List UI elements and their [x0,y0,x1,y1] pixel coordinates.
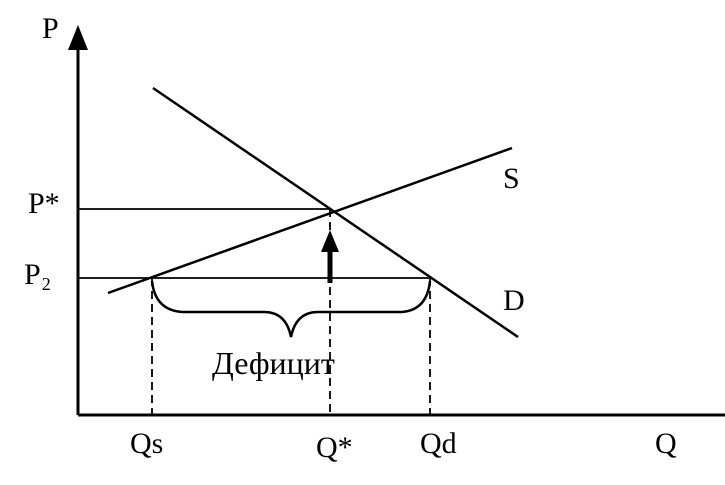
shortage-brace [150,280,432,338]
shortage-label: Дефицит [212,345,335,381]
supply-curve-label: S [503,162,520,195]
equilibrium-price-label: P* [28,187,60,220]
qs-label: Qs [130,427,163,460]
ceiling-price-label: P2 [24,258,51,294]
ceiling-price-subscript: 2 [42,274,51,294]
qd-label: Qd [420,427,457,460]
supply-curve [107,146,513,295]
demand-curve-label: D [503,284,525,317]
y-axis-label: P [42,12,59,45]
x-axis-label: Q [655,427,677,460]
y-axis-arrow [68,25,88,50]
price-pressure-arrow-head [321,230,339,252]
qstar-label: Q* [316,431,353,464]
demand-curve [152,86,519,339]
ceiling-price-main: P [24,258,41,291]
